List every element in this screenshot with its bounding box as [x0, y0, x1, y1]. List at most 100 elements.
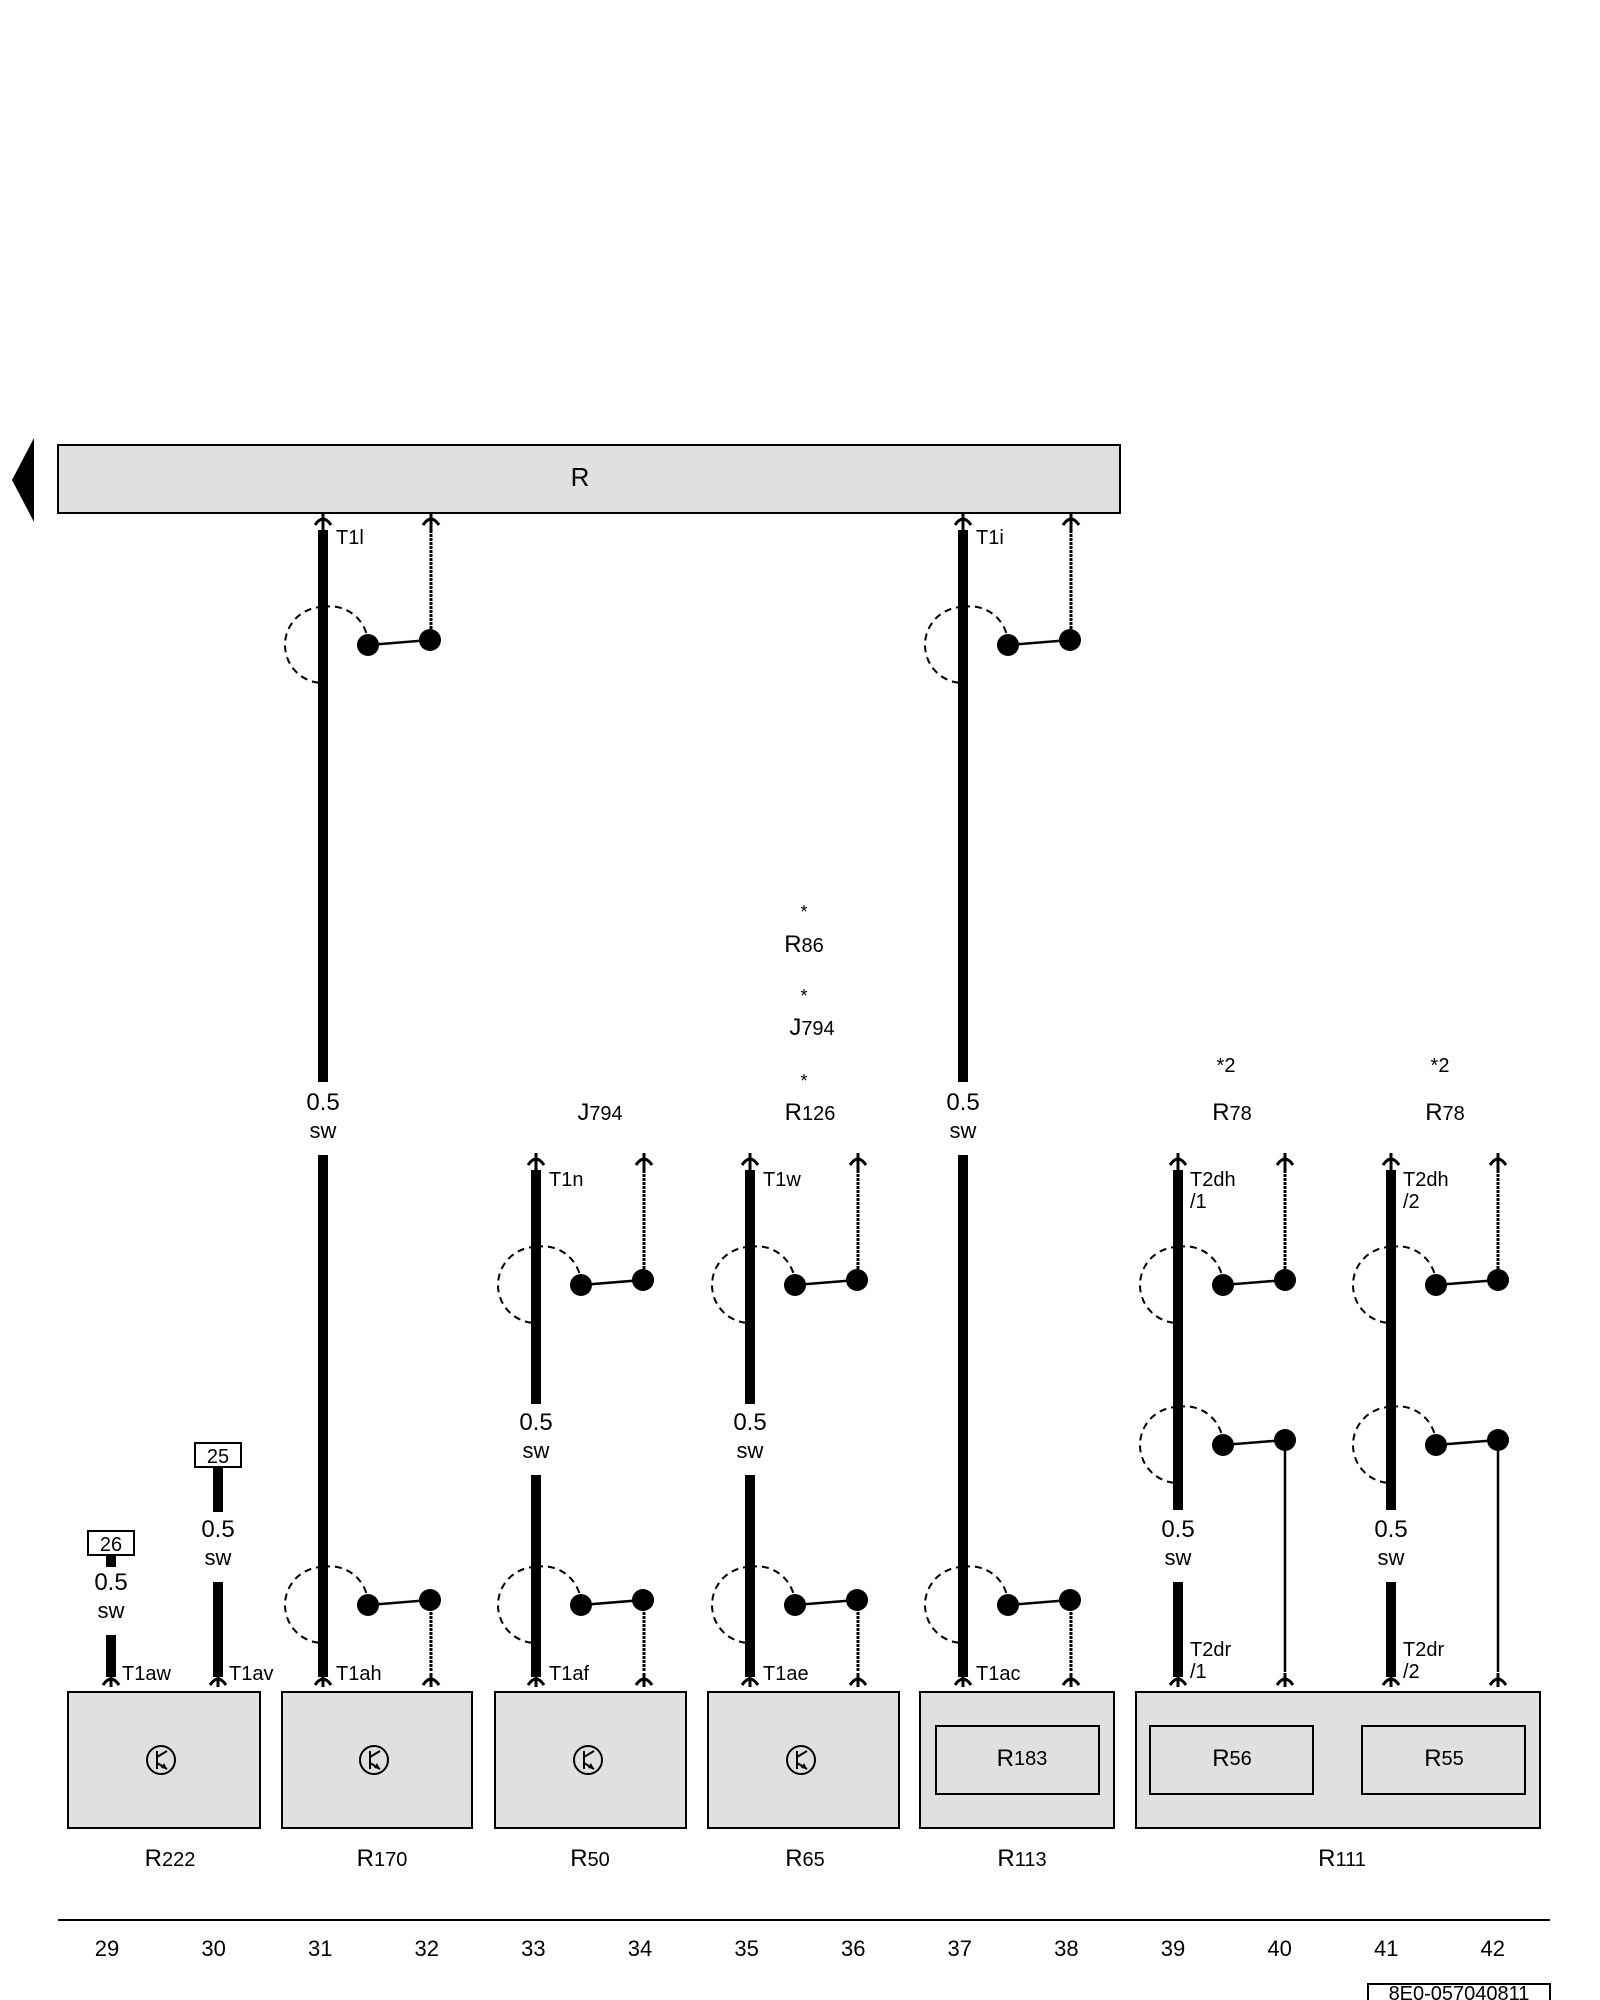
wire-color-31: sw	[310, 1118, 337, 1143]
shield-tap-35-bottom	[710, 1565, 870, 1645]
column-number: 32	[415, 1936, 439, 1961]
wire-color-35: sw	[737, 1438, 764, 1463]
wire-35-bottom	[745, 1475, 755, 1677]
inner-label-r56: R56	[1212, 1745, 1252, 1772]
component-label-r65: R65	[785, 1845, 825, 1872]
column-numbers: 29 30 31 32 33 34 35 36 37 38 39 40 41 42	[95, 1936, 1505, 1961]
connector-label-t1aw: T1aw	[122, 1663, 171, 1685]
wire-color-30: sw	[205, 1545, 232, 1570]
shield-tap-41-top	[1351, 1245, 1511, 1325]
inner-box-r56	[1149, 1725, 1314, 1795]
connector-pin-t2dr1: /1	[1190, 1661, 1207, 1683]
component-box-R	[57, 444, 1121, 514]
label-r86: R86	[784, 931, 824, 958]
note-marker-r78b: *2	[1431, 1055, 1450, 1077]
column-number: 38	[1054, 1936, 1078, 1961]
ref-label-25: 25	[207, 1446, 229, 1468]
connector-pin-t2dr2: /2	[1403, 1661, 1420, 1683]
inner-label-r183: R183	[997, 1745, 1048, 1772]
column-number: 40	[1267, 1936, 1291, 1961]
label-r126: R126	[785, 1099, 836, 1126]
column-number: 34	[628, 1936, 652, 1961]
wire-color-37: sw	[950, 1118, 977, 1143]
inner-box-r55	[1361, 1725, 1526, 1795]
wire-35-top	[745, 1170, 755, 1404]
column-number: 37	[948, 1936, 972, 1961]
wire-size-41: 0.5	[1374, 1516, 1407, 1543]
wire-color-41: sw	[1378, 1545, 1405, 1570]
component-box-r65	[707, 1691, 900, 1829]
connector-label-t1w: T1w	[763, 1169, 801, 1191]
wire-33-bottom	[531, 1475, 541, 1677]
note-marker-j794a: *	[800, 986, 807, 1006]
inner-box-r183	[935, 1725, 1100, 1795]
column-number: 30	[201, 1936, 225, 1961]
label-r78b: R78	[1425, 1099, 1465, 1126]
shield-tap-33-top	[496, 1245, 656, 1325]
column-number: 33	[521, 1936, 545, 1961]
shield-tap-35-top	[710, 1245, 870, 1325]
shield-tap-41-bottom	[1351, 1405, 1511, 1485]
component-label-r111: R111	[1318, 1845, 1366, 1872]
wire-size-33: 0.5	[519, 1409, 552, 1436]
wire-31-bottom	[318, 1155, 328, 1677]
label-r78a: R78	[1212, 1099, 1252, 1126]
shield-tap-39-top	[1138, 1245, 1298, 1325]
connector-label-t1ah: T1ah	[336, 1663, 382, 1685]
component-label-r170: R170	[357, 1845, 408, 1872]
shield-tap-37-bottom	[923, 1565, 1083, 1645]
connector-label-t1ac: T1ac	[976, 1663, 1020, 1685]
wire-size-31: 0.5	[306, 1089, 339, 1116]
shield-tap-39-bottom	[1138, 1405, 1298, 1485]
component-label-r222: R222	[145, 1845, 196, 1872]
wire-41-bottom	[1386, 1582, 1396, 1677]
wire-30-top	[213, 1467, 223, 1512]
connector-label-t1af: T1af	[549, 1663, 589, 1685]
ref-label-26: 26	[100, 1534, 122, 1556]
connector-pin-t2dh2: /2	[1403, 1191, 1420, 1213]
bus-label: R	[571, 462, 590, 492]
wire-29-bottom	[106, 1635, 116, 1677]
connector-label-t1i: T1i	[976, 527, 1004, 549]
column-number: 42	[1481, 1936, 1505, 1961]
wire-39	[1173, 1170, 1183, 1510]
column-number: 39	[1161, 1936, 1185, 1961]
wire-color-33: sw	[523, 1438, 550, 1463]
connector-label-t2dh2: T2dh	[1403, 1169, 1449, 1191]
wire-29-top	[106, 1555, 116, 1567]
wire-size-30: 0.5	[201, 1516, 234, 1543]
connector-label-t1n: T1n	[549, 1169, 583, 1191]
wire-size-29: 0.5	[94, 1569, 127, 1596]
connector-label-t2dr1: T2dr	[1190, 1639, 1231, 1661]
shield-tap-31-bottom	[283, 1565, 443, 1645]
inner-label-r55: R55	[1424, 1745, 1464, 1772]
wire-size-37: 0.5	[946, 1089, 979, 1116]
wire-size-39: 0.5	[1161, 1516, 1194, 1543]
wire-size-35: 0.5	[733, 1409, 766, 1436]
note-marker-r126: *	[800, 1071, 807, 1091]
drawing-id: 8E0-057040811	[1389, 1983, 1530, 2000]
connector-pin-t2dh1: /1	[1190, 1191, 1207, 1213]
component-label-r113: R113	[997, 1845, 1046, 1872]
column-number: 35	[734, 1936, 758, 1961]
column-number: 36	[841, 1936, 865, 1961]
note-marker-r78a: *2	[1217, 1055, 1236, 1077]
connector-label-t1ae: T1ae	[763, 1663, 809, 1685]
connector-label-t1av: T1av	[229, 1663, 273, 1685]
column-number: 29	[95, 1936, 119, 1961]
wire-color-29: sw	[98, 1598, 125, 1623]
component-box-r50	[494, 1691, 687, 1829]
wire-41	[1386, 1170, 1396, 1510]
wire-color-39: sw	[1165, 1545, 1192, 1570]
wire-33-top	[531, 1170, 541, 1404]
ref-box-26	[87, 1530, 135, 1556]
connector-label-t2dr2: T2dr	[1403, 1639, 1444, 1661]
connector-label-t2dh1: T2dh	[1190, 1169, 1236, 1191]
column-number: 31	[308, 1936, 332, 1961]
shield-tap-37-top	[923, 605, 1083, 685]
component-box-r222	[67, 1691, 261, 1829]
shield-tap-31-top	[283, 605, 443, 685]
wire-37-top	[958, 530, 968, 1082]
component-label-r50: R50	[570, 1845, 610, 1872]
column-number: 41	[1374, 1936, 1398, 1961]
